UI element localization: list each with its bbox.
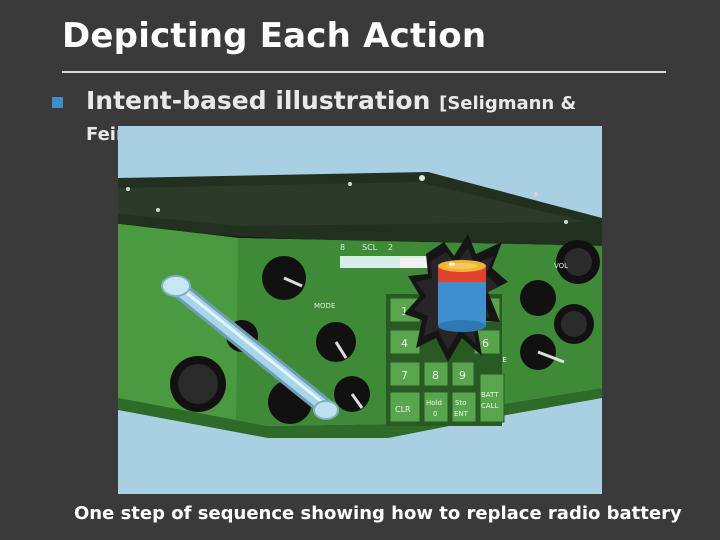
- key-4: 4: [401, 337, 408, 350]
- knob-right-mid: [520, 280, 556, 316]
- bullet-citation-part1: [Seligmann &: [439, 93, 577, 114]
- slide-title: Depicting Each Action: [62, 16, 487, 56]
- radio-battery-illustration: 8 SCL 2 MODE VOL TIME 1 3 4 6 7 8: [118, 126, 602, 494]
- display-label-scl: SCL: [362, 243, 378, 252]
- key-hold: Hold: [426, 399, 442, 407]
- key-1: 1: [401, 305, 408, 318]
- key-hold-sub: 0: [433, 410, 437, 418]
- title-divider: [62, 71, 666, 73]
- key-batt-sub: CALL: [481, 402, 499, 410]
- key-8: 8: [432, 369, 439, 382]
- vol-label: VOL: [554, 262, 568, 270]
- key-sto: Sto: [455, 399, 466, 407]
- key-batt: BATT: [481, 391, 499, 399]
- display-label-2: 2: [388, 243, 393, 252]
- knob-large-left: [170, 356, 226, 412]
- key-7: 7: [401, 369, 408, 382]
- bullet-main-text: Intent-based illustration: [86, 86, 431, 115]
- key-9: 9: [459, 369, 466, 382]
- mode-label: MODE: [314, 302, 335, 310]
- key-6: 6: [482, 337, 489, 350]
- key-sto-sub: ENT: [454, 410, 469, 418]
- key-clr: CLR: [395, 405, 411, 414]
- figure-caption: One step of sequence showing how to repl…: [74, 503, 682, 524]
- display-label-8: 8: [340, 243, 345, 252]
- battery-cutaway: [404, 234, 508, 362]
- antenna: [161, 275, 339, 420]
- bullet-square-icon: [52, 97, 63, 108]
